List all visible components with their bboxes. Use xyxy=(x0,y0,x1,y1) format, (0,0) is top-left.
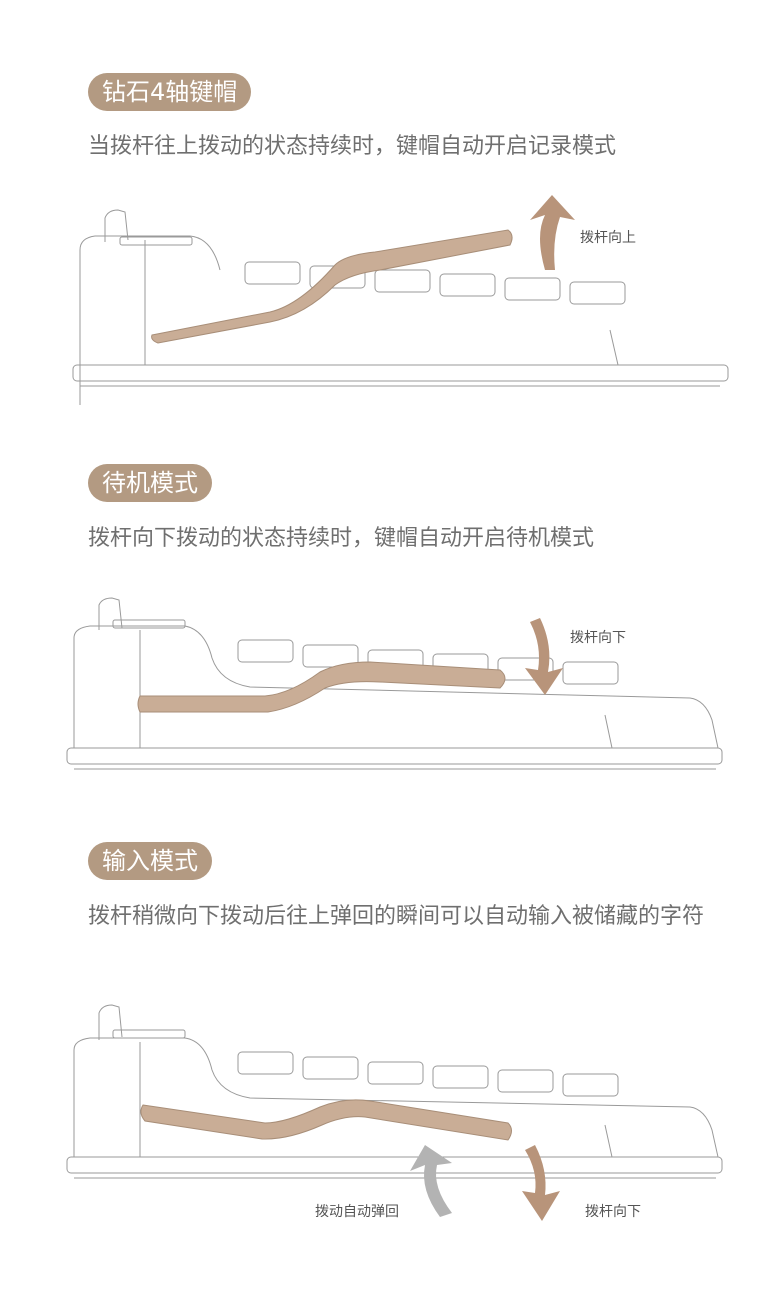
section-description: 当拨杆往上拨动的状态持续时，键帽自动开启记录模式 xyxy=(88,134,617,159)
section-title-pill: 待机模式 xyxy=(88,464,212,502)
section-description: 拨杆稍微向下拨动后往上弹回的瞬间可以自动输入被储藏的字符 xyxy=(88,904,705,929)
diagram-label: 拨杆向上 xyxy=(580,230,636,246)
section-title-pill: 钻石4轴键帽 xyxy=(88,73,252,111)
section-description: 拨杆向下拨动的状态持续时，键帽自动开启待机模式 xyxy=(88,526,595,551)
keyboard-diagram: 拨杆向上 xyxy=(72,195,729,405)
diagram-label: 拨动自动弹回 xyxy=(315,1204,399,1220)
keyboard-diagram: 拨杆向下 xyxy=(66,597,723,770)
arrow-down-icon xyxy=(525,618,563,695)
arrow-up-icon xyxy=(530,195,575,270)
lever-shape xyxy=(140,1099,512,1141)
diagram-label: 拨杆向下 xyxy=(570,630,626,646)
lever-shape xyxy=(151,229,513,344)
arrow-return-icon xyxy=(410,1145,452,1217)
arrow-down-icon xyxy=(522,1145,560,1221)
keyboard-diagram: 拨动自动弹回 拨杆向下 xyxy=(66,1004,723,1221)
lever-shape xyxy=(137,661,506,713)
diagram-label: 拨杆向下 xyxy=(585,1204,641,1220)
section-title-pill: 输入模式 xyxy=(88,842,212,880)
